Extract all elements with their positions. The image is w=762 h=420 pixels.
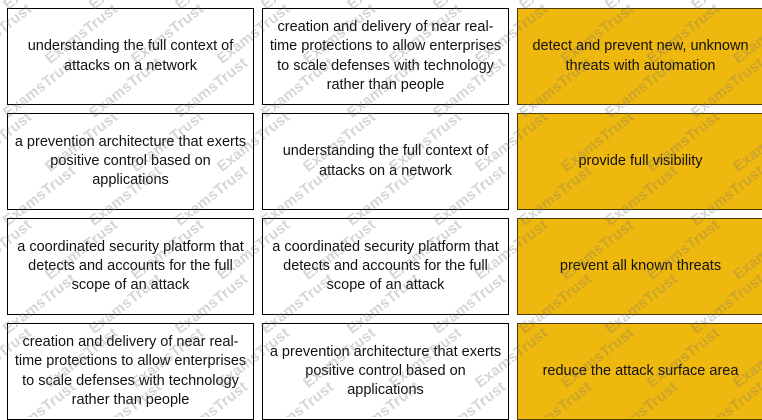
- option-label: creation and delivery of near real-time …: [14, 334, 247, 408]
- target-label: provide full visibility: [578, 152, 703, 169]
- drop-target-c3r1[interactable]: detect and prevent new, unknown threats …: [517, 8, 762, 105]
- drop-target-c3r4[interactable]: reduce the attack surface area: [517, 323, 762, 420]
- target-label: detect and prevent new, unknown threats …: [532, 38, 749, 74]
- option-label: a coordinated security platform that det…: [272, 238, 499, 294]
- draggable-option-c2r2[interactable]: understanding the full context of attack…: [262, 113, 509, 210]
- draggable-option-c1r4[interactable]: creation and delivery of near real-time …: [7, 323, 254, 420]
- option-label: a coordinated security platform that det…: [17, 238, 244, 294]
- draggable-option-c1r2[interactable]: a prevention architecture that exerts po…: [7, 113, 254, 210]
- drop-target-c3r2[interactable]: provide full visibility: [517, 113, 762, 210]
- target-label: reduce the attack surface area: [542, 362, 739, 379]
- target-label: prevent all known threats: [559, 257, 722, 274]
- option-label: understanding the full context of attack…: [27, 38, 234, 74]
- option-label: a prevention architecture that exerts po…: [269, 343, 502, 399]
- draggable-option-c2r4[interactable]: a prevention architecture that exerts po…: [262, 323, 509, 420]
- draggable-option-c2r1[interactable]: creation and delivery of near real-time …: [262, 8, 509, 105]
- option-label: a prevention architecture that exerts po…: [14, 133, 247, 189]
- option-label: creation and delivery of near real-time …: [269, 19, 502, 93]
- draggable-option-c2r3[interactable]: a coordinated security platform that det…: [262, 218, 509, 315]
- drop-target-c3r3[interactable]: prevent all known threats: [517, 218, 762, 315]
- draggable-option-c1r1[interactable]: understanding the full context of attack…: [7, 8, 254, 105]
- draggable-option-c1r3[interactable]: a coordinated security platform that det…: [7, 218, 254, 315]
- option-label: understanding the full context of attack…: [282, 143, 489, 179]
